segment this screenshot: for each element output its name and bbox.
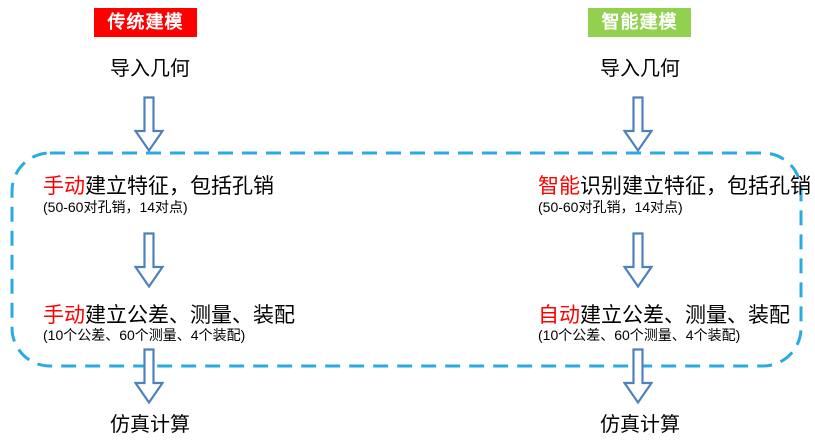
down-arrow-icon <box>134 96 164 152</box>
intelligent-step2-text: 自动建立公差、测量、装配 <box>538 303 790 327</box>
intelligent-import-geometry-label: 导入几何 <box>600 58 680 80</box>
down-arrow-icon <box>134 232 164 288</box>
intelligent-step1-highlight: 智能 <box>538 174 580 198</box>
traditional-import-geometry-label: 导入几何 <box>110 58 190 80</box>
traditional-step2-text: 手动建立公差、测量、装配 <box>43 303 295 327</box>
intelligent-step2-highlight: 自动 <box>538 303 580 327</box>
down-arrow-icon <box>623 232 653 288</box>
intelligent-header: 智能建模 <box>588 8 691 37</box>
traditional-step1-rest: 建立特征，包括孔销 <box>85 174 274 198</box>
intelligent-step1-rest: 识别建立特征，包括孔销 <box>580 174 811 198</box>
traditional-step1-text: 手动建立特征，包括孔销 <box>43 174 274 198</box>
traditional-step2-subtext: (10个公差、60个测量、4个装配) <box>43 327 246 343</box>
intelligent-simulation-label: 仿真计算 <box>600 414 680 436</box>
intelligent-step2-rest: 建立公差、测量、装配 <box>580 303 790 327</box>
traditional-step2-highlight: 手动 <box>43 303 85 327</box>
traditional-step2-rest: 建立公差、测量、装配 <box>85 303 295 327</box>
down-arrow-icon <box>623 348 653 404</box>
traditional-step1-subtext: (50-60对孔销，14对点) <box>43 199 188 215</box>
down-arrow-icon <box>623 96 653 152</box>
dashed-boundary-box <box>10 151 803 368</box>
intelligent-step1-text: 智能识别建立特征，包括孔销 <box>538 174 811 198</box>
down-arrow-icon <box>134 348 164 404</box>
intelligent-step2-subtext: (10个公差、60个测量、4个装配) <box>538 327 741 343</box>
traditional-simulation-label: 仿真计算 <box>110 414 190 436</box>
intelligent-step1-subtext: (50-60对孔销，14对点) <box>538 199 683 215</box>
traditional-header: 传统建模 <box>94 8 197 37</box>
traditional-step1-highlight: 手动 <box>43 174 85 198</box>
